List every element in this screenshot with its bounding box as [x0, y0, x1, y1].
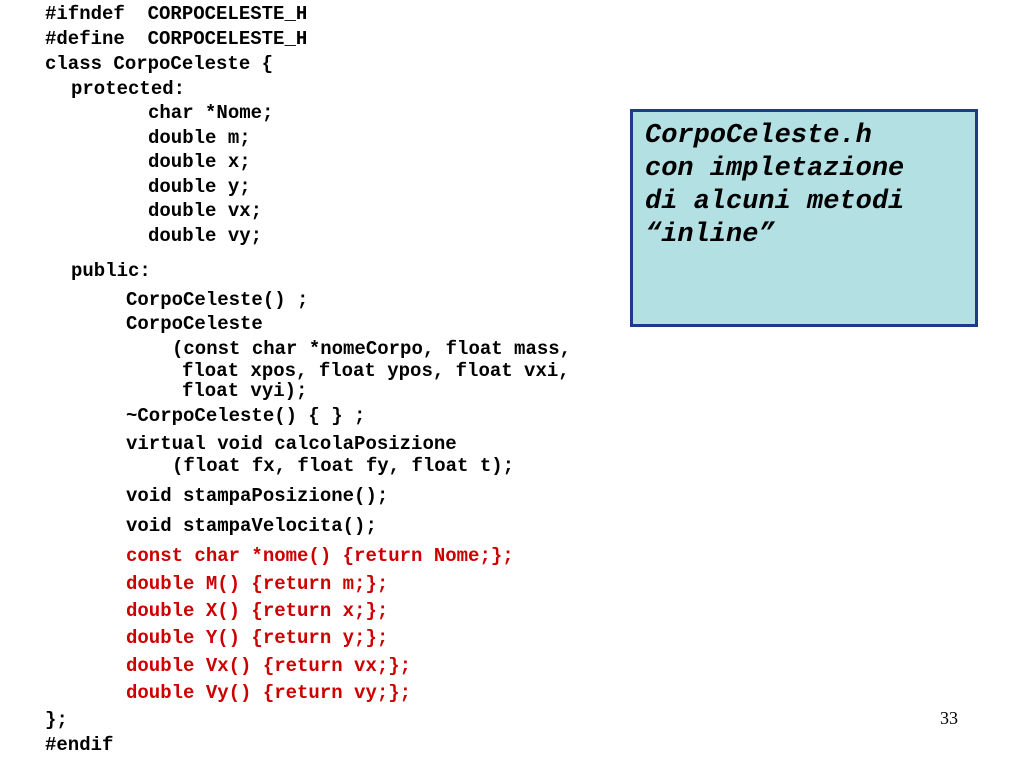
inline-method-line: double Vy() {return vy;};	[126, 682, 412, 704]
page-number: 33	[940, 708, 958, 728]
inline-method-line: const char *nome() {return Nome;};	[126, 545, 514, 567]
code-line: (float fx, float fy, float t);	[172, 455, 515, 477]
code-line: float vyi);	[182, 380, 308, 402]
code-line: (const char *nomeCorpo, float mass,	[172, 338, 572, 360]
code-line: void stampaVelocita();	[126, 515, 377, 537]
code-line: #endif	[45, 734, 114, 756]
inline-method-line: double X() {return x;};	[126, 600, 389, 622]
callout-box: CorpoCeleste.h con impletazione di alcun…	[630, 109, 978, 327]
code-line: double x;	[148, 151, 251, 173]
code-line: ~CorpoCeleste() { } ;	[126, 405, 366, 427]
code-line: public:	[71, 260, 151, 282]
callout-line: di alcuni metodi	[645, 187, 905, 217]
code-line: CorpoCeleste	[126, 313, 263, 335]
code-line: double vx;	[148, 200, 263, 222]
code-line: double m;	[148, 127, 251, 149]
inline-method-line: double M() {return m;};	[126, 573, 389, 595]
code-line: class CorpoCeleste {	[45, 53, 274, 75]
code-line: virtual void calcolaPosizione	[126, 433, 457, 455]
inline-method-line: double Vx() {return vx;};	[126, 655, 412, 677]
code-line: };	[45, 709, 68, 731]
code-line: #define CORPOCELESTE_H	[45, 28, 308, 50]
code-line: char *Nome;	[148, 102, 274, 124]
code-line: double vy;	[148, 225, 263, 247]
code-line: #ifndef CORPOCELESTE_H	[45, 3, 308, 25]
code-line: float xpos, float ypos, float vxi,	[182, 360, 570, 382]
callout-line: CorpoCeleste.h	[645, 121, 872, 151]
code-line: CorpoCeleste() ;	[126, 289, 309, 311]
callout-text: CorpoCeleste.h con impletazione di alcun…	[645, 120, 904, 252]
callout-line: “inline”	[645, 220, 775, 250]
inline-method-line: double Y() {return y;};	[126, 627, 389, 649]
code-line: protected:	[71, 78, 186, 100]
callout-line: con impletazione	[645, 154, 905, 184]
code-line: double y;	[148, 176, 251, 198]
code-line: void stampaPosizione();	[126, 485, 389, 507]
